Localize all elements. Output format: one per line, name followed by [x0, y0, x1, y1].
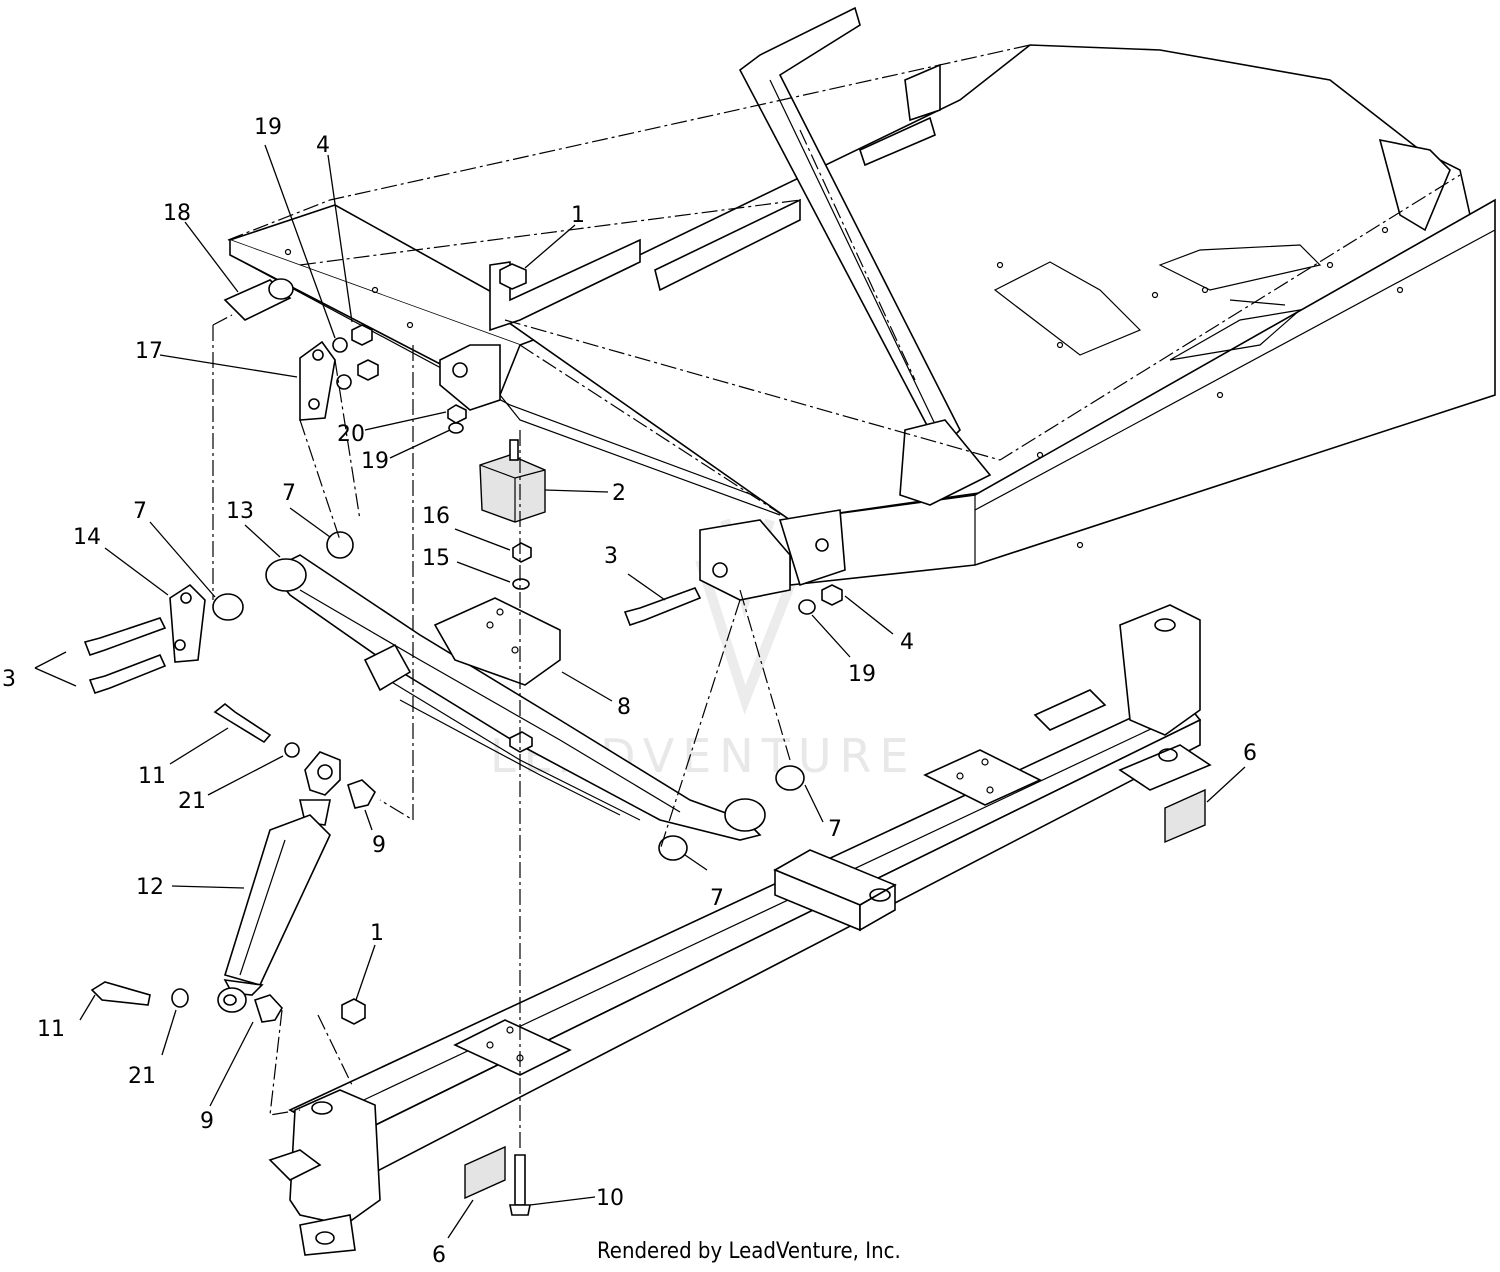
callout-7-upper: 7 — [282, 481, 296, 506]
front-axle — [268, 604, 1212, 1256]
main-frame — [227, 6, 1496, 601]
callout-7-lower: 7 — [710, 886, 724, 911]
callout-9-upper: 9 — [372, 833, 386, 858]
callout-13: 13 — [226, 499, 254, 524]
callout-16: 16 — [422, 504, 450, 529]
callout-2: 2 — [612, 481, 626, 506]
callout-19-mid: 19 — [361, 449, 389, 474]
frame-hidden-lines — [227, 44, 1461, 521]
callout-11-upper: 11 — [138, 764, 166, 789]
callout-4-upper: 4 — [316, 133, 330, 158]
callout-20: 20 — [337, 422, 365, 447]
callout-labels: 1 1 2 3 3 4 4 6 6 7 7 7 7 8 9 9 10 11 11… — [2, 115, 1257, 1268]
hardware — [83, 263, 1206, 1216]
callout-6-right: 6 — [1243, 741, 1257, 766]
callout-10: 10 — [596, 1186, 624, 1211]
callout-7-left: 7 — [133, 499, 147, 524]
footer-credit: Rendered by LeadVenture, Inc. — [597, 1239, 901, 1264]
callout-9-lower: 9 — [200, 1109, 214, 1134]
assembly-lines — [212, 314, 791, 1150]
callout-19-upper: 19 — [254, 115, 282, 140]
callout-6-lower: 6 — [432, 1243, 446, 1268]
callout-7-mid-right: 7 — [828, 817, 842, 842]
callout-12: 12 — [136, 875, 164, 900]
callout-1-upper: 1 — [571, 203, 585, 228]
callout-8: 8 — [617, 695, 631, 720]
callout-3-left: 3 — [2, 667, 16, 692]
callout-4-right: 4 — [900, 630, 914, 655]
callout-17: 17 — [135, 339, 163, 364]
callout-3-right: 3 — [604, 544, 618, 569]
callout-11-lower: 11 — [37, 1017, 65, 1042]
callout-1-lower: 1 — [370, 921, 384, 946]
leader-lines — [34, 144, 1246, 1239]
callout-19-right: 19 — [848, 662, 876, 687]
callout-14: 14 — [73, 525, 101, 550]
callout-18: 18 — [163, 201, 191, 226]
callout-15: 15 — [422, 546, 450, 571]
callout-21-lower: 21 — [128, 1064, 156, 1089]
callout-21-upper: 21 — [178, 789, 206, 814]
